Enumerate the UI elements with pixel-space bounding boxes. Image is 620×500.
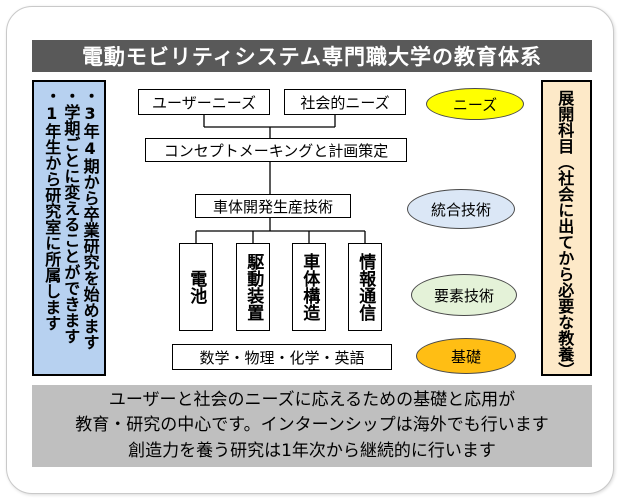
summary-line-3: 創造力を養う研究は1年次から継続的に行います	[128, 440, 496, 461]
element-label: 駆動装置	[243, 253, 264, 321]
element-box-drive: 駆動装置	[236, 243, 270, 331]
basics-box: 数学・物理・化学・英語	[172, 344, 392, 370]
element-label: 車体構造	[299, 253, 320, 321]
left-note-text: ・3年4期から卒業研究を始めます ・学期ごとに変えることができます ・1年生から…	[42, 88, 100, 372]
left-note-line-3: ・1年生から研究室に所属します	[42, 88, 62, 331]
needs-oval: ニーズ	[426, 88, 524, 120]
summary-line-2: 教育・研究の中心です。インターンシップは海外でも行います	[75, 415, 549, 436]
integration-oval: 統合技術	[407, 189, 515, 229]
element-box-battery: 電池	[179, 243, 213, 331]
concept-planning-box: コンセプトメーキングと計画策定	[145, 138, 407, 162]
element-label: 情報通信	[355, 253, 376, 321]
element-box-body: 車体構造	[292, 243, 326, 331]
left-note-line-1: ・3年4期から卒業研究を始めます	[80, 88, 100, 350]
left-note-box: ・3年4期から卒業研究を始めます ・学期ごとに変えることができます ・1年生から…	[32, 80, 106, 376]
vehicle-dev-box: 車体開発生産技術	[195, 194, 351, 218]
summary-line-1: ユーザーと社会のニーズに応えるための基礎と応用が	[108, 389, 516, 410]
summary-panel: ユーザーと社会のニーズに応えるための基礎と応用が 教育・研究の中心です。インター…	[32, 385, 592, 467]
page-title: 電動モビリティシステム専門職大学の教育体系	[32, 40, 592, 72]
element-box-comm: 情報通信	[348, 243, 382, 331]
right-note-text: 展開科目（社会に出てから必要な教養）	[555, 90, 575, 378]
left-note-line-2: ・学期ごとに変えることができます	[61, 88, 81, 344]
right-note-box: 展開科目（社会に出てから必要な教養）	[541, 80, 592, 378]
element-tech-oval: 要素技術	[411, 274, 517, 316]
user-needs-box: ユーザーニーズ	[138, 89, 270, 115]
foundation-oval: 基礎	[416, 338, 516, 374]
social-needs-box: 社会的ニーズ	[284, 89, 406, 115]
element-label: 電池	[186, 270, 207, 304]
